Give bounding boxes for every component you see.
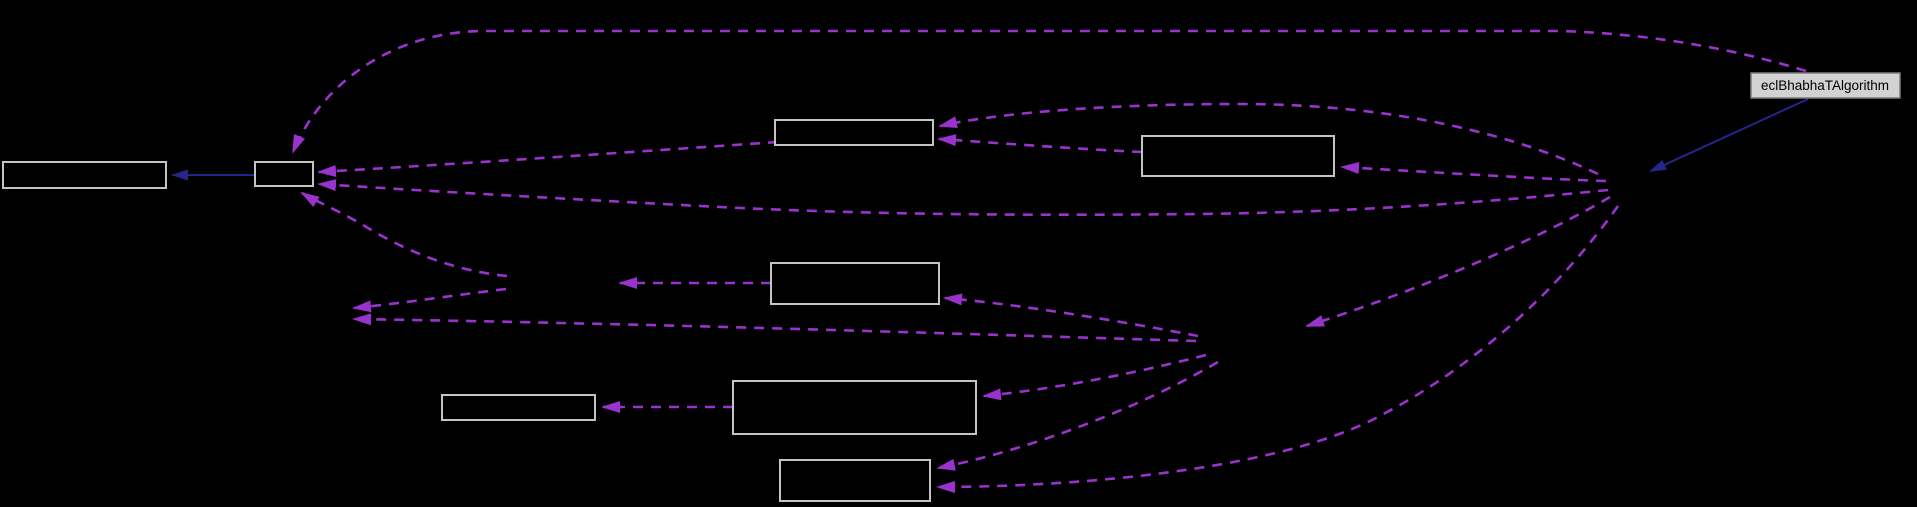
- usage-edge-hidden-to-hub: [300, 191, 508, 278]
- node-bottom-left[interactable]: [441, 394, 596, 421]
- usage-edge-fan-to-top-center: [938, 102, 1599, 176]
- usage-edge-label-to-hub: [291, 29, 1807, 154]
- node-top-center[interactable]: [774, 119, 934, 146]
- current-node-label: eclBhabhaTAlgorithm: [1761, 78, 1889, 93]
- usage-edge-fan2-to-middle: [943, 293, 1199, 338]
- usage-edge-fan2-to-bottom-large: [982, 353, 1207, 401]
- node-hub[interactable]: [254, 161, 314, 187]
- node-middle[interactable]: [770, 262, 940, 305]
- node-top-right[interactable]: [1141, 135, 1335, 177]
- usage-edges: [291, 29, 1807, 493]
- inheritance-edge-label-to-fan: [1649, 98, 1809, 172]
- usage-edge-fan-to-fan2: [1305, 195, 1611, 328]
- node-far-left[interactable]: [2, 161, 167, 189]
- current-node-box[interactable]: [1750, 72, 1901, 99]
- inheritance-edges: [171, 98, 1809, 181]
- usage-edge-hidden-to-left-upper: [352, 287, 507, 313]
- usage-edge-top-right-to-top-center: [937, 134, 1143, 154]
- node-bottom[interactable]: [779, 459, 931, 502]
- usage-edge-fan-to-top-right: [1340, 161, 1607, 183]
- usage-edge-fan-to-hub: [317, 179, 1609, 217]
- usage-edge-fan2-to-bottom: [936, 360, 1219, 471]
- graph-nodes: eclBhabhaTAlgorithm: [2, 72, 1901, 502]
- usage-edge-fan-to-bottom: [936, 205, 1620, 493]
- node-bottom-large[interactable]: [732, 380, 977, 435]
- usage-edge-fan2-to-left-lower: [352, 313, 1197, 343]
- node-eclBhabhaTAlgorithm[interactable]: eclBhabhaTAlgorithm: [1750, 72, 1901, 99]
- usage-edge-top-center-to-hub: [317, 140, 779, 178]
